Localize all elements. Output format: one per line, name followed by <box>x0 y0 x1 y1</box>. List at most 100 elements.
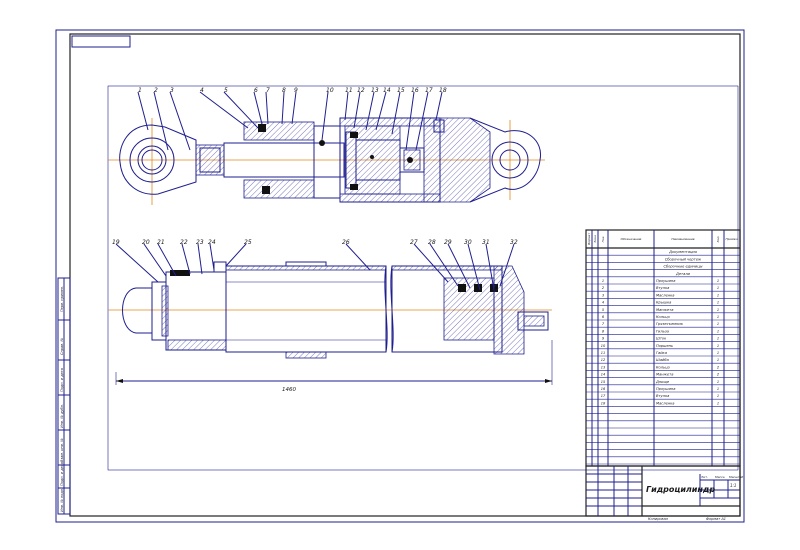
callout-6: 6 <box>254 87 258 94</box>
spec-row-name: Масленка <box>656 293 675 297</box>
bottom-callout-leaders <box>115 243 515 291</box>
field-scale: Масштаб <box>729 475 743 479</box>
spec-row-name: Масленка <box>656 401 675 405</box>
callout-20: 20 <box>142 239 150 246</box>
spec-row-qty: 1 <box>717 387 719 391</box>
scale-value: 1:1 <box>730 483 736 488</box>
spec-row-qty: 1 <box>717 286 719 290</box>
callout-9: 9 <box>294 87 298 94</box>
spec-row-pos: 15 <box>601 380 606 384</box>
spec-row-name: Поршень <box>656 344 673 348</box>
outer-frame <box>55 29 745 523</box>
spec-row-name: Крышка <box>656 301 671 305</box>
top-callout-leaders <box>137 91 443 151</box>
spec-row-pos: 6 <box>602 315 605 319</box>
spec-row-pos: 4 <box>602 301 605 305</box>
callout-32: 32 <box>510 239 518 246</box>
callout-14: 14 <box>383 87 391 94</box>
strip-label-7: Инв. № подл. <box>60 488 64 512</box>
spec-row-pos: 18 <box>601 401 606 405</box>
callout-19: 19 <box>112 239 120 246</box>
spec-row-name: Детали <box>675 272 691 276</box>
spec-row-qty: 1 <box>717 394 719 398</box>
copied-label: Копировал <box>648 517 669 521</box>
callout-10: 10 <box>326 87 334 94</box>
bottom-callouts: 19 20 21 22 23 24 25 26 27 28 29 30 31 3… <box>112 239 518 246</box>
spec-row-name: Гайка <box>656 351 667 355</box>
callout-29: 29 <box>444 239 452 246</box>
field-lit: Лит. <box>700 475 708 479</box>
callout-13: 13 <box>371 87 379 94</box>
top-callouts: 1 2 3 4 5 6 7 8 9 10 11 12 13 14 15 16 1… <box>138 87 447 94</box>
spec-row-qty: 1 <box>717 351 719 355</box>
spec-header: Примеч. <box>726 237 739 241</box>
callout-16: 16 <box>411 87 419 94</box>
spec-row-qty: 2 <box>717 373 720 377</box>
callout-28: 28 <box>428 239 436 246</box>
spec-row-name: Проушина <box>656 387 676 391</box>
callout-24: 24 <box>208 239 216 246</box>
strip-label-5: Взам. инв. № <box>60 438 64 462</box>
spec-row-name: Документация <box>668 250 698 254</box>
top-view <box>108 117 545 205</box>
callout-5: 5 <box>224 87 228 94</box>
spec-row-pos: 16 <box>601 387 606 391</box>
spec-row-name: Сборочный чертеж <box>665 257 702 261</box>
callout-4: 4 <box>200 87 204 94</box>
spec-row-pos: 13 <box>601 365 606 369</box>
dimension-label: 1460 <box>282 387 296 393</box>
spec-row-qty: 1 <box>717 380 719 384</box>
callout-18: 18 <box>439 87 447 94</box>
drawing-title: Гидроцилиндр <box>646 485 715 494</box>
spec-row-name: Кольцо <box>656 365 671 369</box>
spec-row-pos: 7 <box>602 322 605 326</box>
callout-17: 17 <box>425 87 433 94</box>
spec-header: Формат <box>587 233 591 245</box>
spec-row-name: Втулка <box>656 286 669 290</box>
callout-21: 21 <box>157 239 165 246</box>
format-label: Формат А1 <box>706 517 726 521</box>
spec-row-name: Шайба <box>656 358 669 362</box>
callout-1: 1 <box>138 87 142 94</box>
spec-row-qty: 1 <box>717 301 719 305</box>
callout-15: 15 <box>397 87 405 94</box>
field-mass: Масса <box>715 475 725 479</box>
strip-label-1: Перв. примен. <box>60 286 64 312</box>
callout-7: 7 <box>266 87 270 94</box>
spec-row-pos: 17 <box>601 394 606 398</box>
view-area <box>107 85 739 471</box>
callout-11: 11 <box>345 87 353 94</box>
spec-row-name: Сборочные единицы <box>663 265 702 269</box>
strip-label-3: Подп. и дата <box>60 368 64 392</box>
spec-row-pos: 11 <box>601 351 606 355</box>
callout-2: 2 <box>154 87 158 94</box>
callout-3: 3 <box>170 87 174 94</box>
strip-label-4: Инв. № дубл. <box>60 404 64 428</box>
spec-row-pos: 1 <box>602 279 604 283</box>
spec-row-name: Шток <box>656 337 667 341</box>
spec-row-pos: 3 <box>602 293 605 297</box>
spec-row-pos: 2 <box>602 286 605 290</box>
spec-header: Кол. <box>716 236 720 243</box>
spec-row-name: Гильза <box>656 329 669 333</box>
strip-label-6: Подп. и дата <box>60 462 64 486</box>
spec-row-name: Грязесъемник <box>656 322 684 326</box>
spec-header: Зона <box>593 235 597 243</box>
spec-row-qty: 1 <box>717 358 719 362</box>
callout-23: 23 <box>196 239 204 246</box>
spec-row-pos: 5 <box>602 308 605 312</box>
top-left-stamp <box>71 35 131 48</box>
strip-label-2: Справ. № <box>60 338 64 355</box>
spec-row-qty: 1 <box>717 279 719 283</box>
spec-header: Поз. <box>601 236 605 243</box>
spec-row-qty: 1 <box>717 308 719 312</box>
spec-row-pos: 14 <box>601 373 606 377</box>
bottom-view <box>108 261 552 359</box>
callout-22: 22 <box>180 239 188 246</box>
callout-31: 31 <box>482 239 490 246</box>
title-block <box>585 465 741 517</box>
spec-row-pos: 8 <box>602 329 605 333</box>
callout-26: 26 <box>342 239 350 246</box>
callout-30: 30 <box>464 239 472 246</box>
